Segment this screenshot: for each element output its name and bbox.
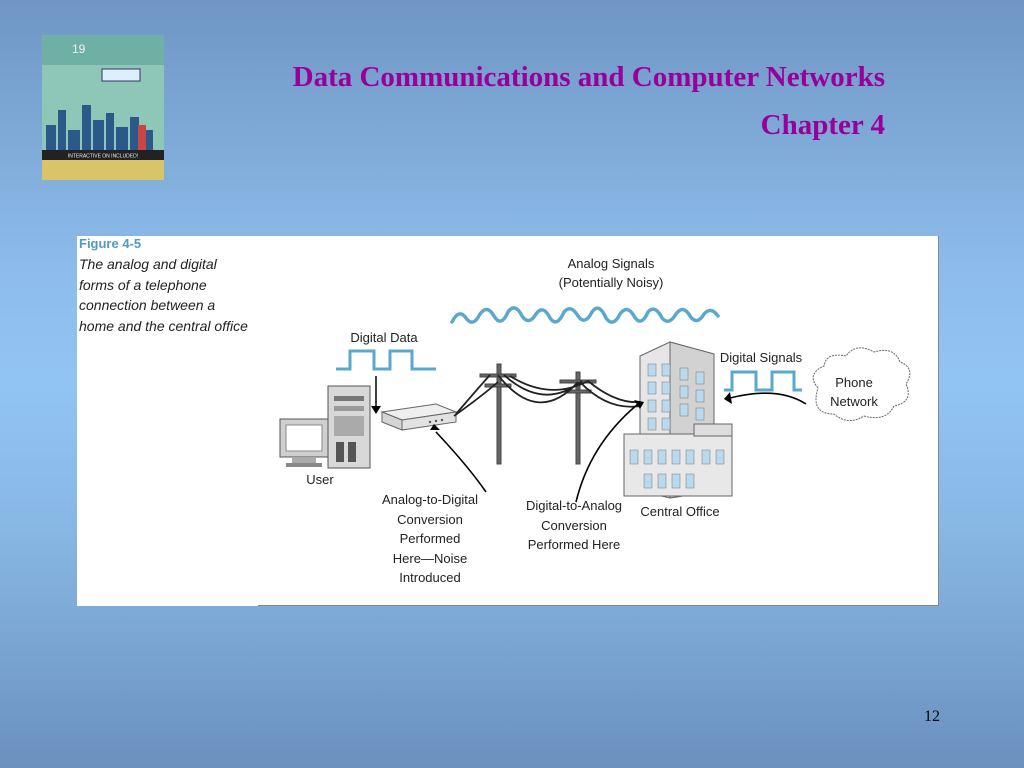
svg-text:Here—Noise: Here—Noise — [393, 551, 467, 566]
cover-banner-text: INTERACTIVE ON INCLUDED! — [68, 154, 138, 160]
analog-wave-icon — [450, 306, 720, 324]
user-label: User — [306, 472, 334, 487]
svg-text:Performed: Performed — [400, 531, 461, 546]
arrow-up-icon — [430, 424, 440, 430]
slide-subtitle: Chapter 4 — [760, 109, 885, 141]
svg-text:Performed Here: Performed Here — [528, 537, 620, 552]
a2d-conversion-label: Analog-to-Digital Conversion Performed H… — [382, 492, 478, 585]
figure-caption-panel: Figure 4-5 The analog and digital forms … — [77, 236, 259, 606]
figure-caption: The analog and digital forms of a teleph… — [79, 256, 248, 334]
digital-signals-label: Digital Signals — [720, 350, 803, 365]
digital-data-label: Digital Data — [350, 330, 418, 345]
phone-network-label-line1: Phone — [835, 375, 873, 390]
svg-text:Digital-to-Analog: Digital-to-Analog — [526, 498, 622, 513]
analog-signals-sublabel: (Potentially Noisy) — [559, 275, 664, 290]
modem-icon — [380, 403, 458, 431]
svg-text:Conversion: Conversion — [541, 518, 607, 533]
slide-title: Data Communications and Computer Network… — [292, 61, 885, 93]
analog-signals-label: Analog Signals — [568, 256, 655, 271]
user-computer-icon — [279, 385, 371, 469]
central-office-label: Central Office — [640, 504, 719, 519]
phone-network-label-line2: Network — [830, 394, 878, 409]
diagram-panel: Analog Signals (Potentially Noisy) Digit… — [258, 236, 939, 606]
cover-banner — [42, 150, 164, 160]
arrow-down-icon — [371, 406, 381, 414]
cover-digits: 19 — [72, 42, 86, 56]
telephone-cables — [453, 374, 641, 417]
arrow-left-icon — [724, 392, 732, 404]
phone-network-cloud-icon — [812, 347, 911, 421]
slide-number: 12 — [924, 708, 940, 725]
central-office-building-icon — [623, 341, 733, 499]
book-cover-image: 19 INTERACTIVE ON INCLUDED! — [42, 35, 164, 180]
telephone-pole-icon — [479, 363, 597, 465]
cover-window-icon — [101, 68, 141, 82]
svg-text:Analog-to-Digital: Analog-to-Digital — [382, 492, 478, 507]
digital-data-square-wave-icon — [336, 349, 436, 371]
telephone-connection-diagram: Analog Signals (Potentially Noisy) Digit… — [279, 256, 911, 585]
d2a-conversion-label: Digital-to-Analog Conversion Performed H… — [526, 498, 622, 552]
svg-text:Introduced: Introduced — [399, 570, 460, 585]
figure-number: Figure 4-5 — [79, 236, 142, 251]
digital-signals-square-wave-icon — [724, 370, 802, 392]
cover-base — [42, 160, 164, 180]
arrow-up-right-icon — [634, 400, 644, 409]
svg-text:Conversion: Conversion — [397, 512, 463, 527]
